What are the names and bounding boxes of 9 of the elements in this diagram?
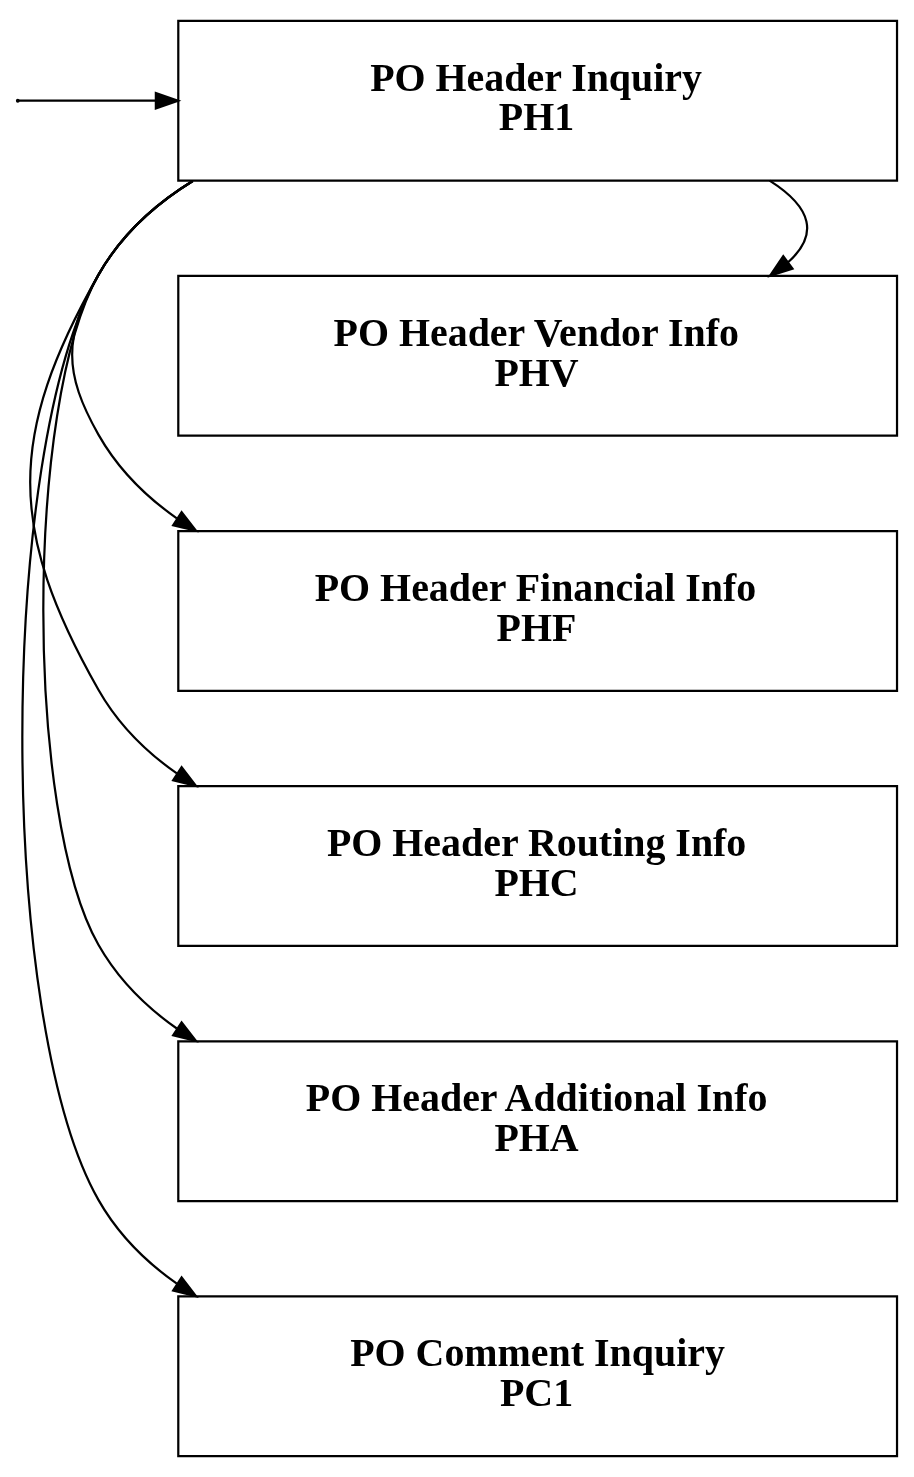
arrow [21, 180, 199, 1298]
arrow [18, 91, 182, 111]
node-box: PO Header Additional Info PHA [177, 1040, 899, 1203]
node-box: PO Comment Inquiry PC1 [177, 1295, 899, 1458]
node-box: PO Header Routing Info PHC [177, 785, 899, 947]
node-box: PO Header Financial Info PHF [177, 530, 899, 692]
arrow [767, 179, 809, 278]
node-box: PO Header Vendor Info PHV [177, 274, 899, 437]
node-box: PO Header Inquiry PH1 [177, 19, 899, 182]
